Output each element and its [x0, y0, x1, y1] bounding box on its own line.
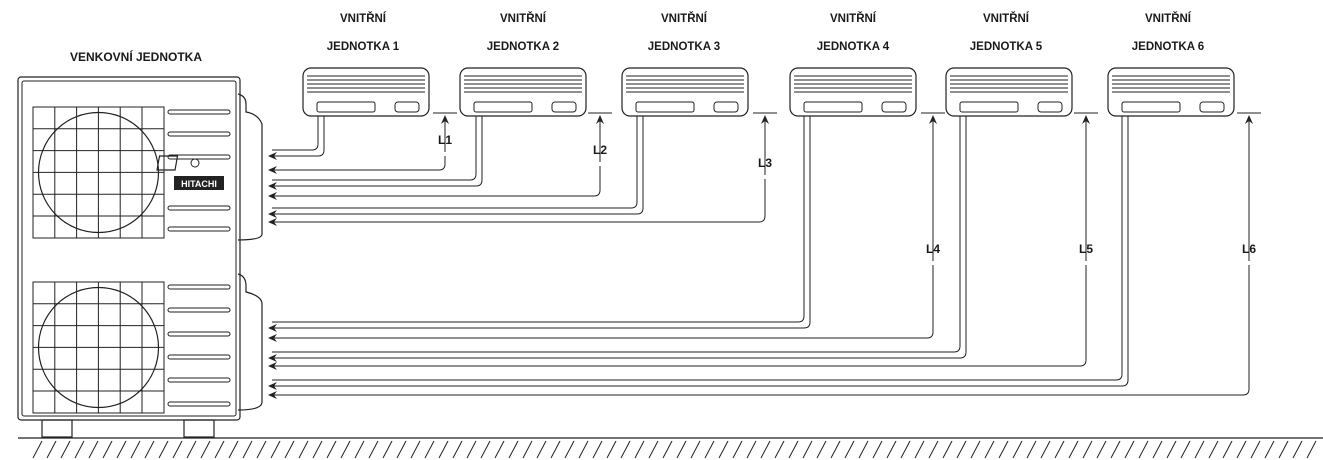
indoor-unit-label-line2: JEDNOTKA 5 — [970, 41, 1043, 53]
indoor-unit-body — [1107, 67, 1235, 117]
indoor-unit-label-line1: VNITŘNÍ — [500, 12, 547, 25]
indoor-unit-label-line2: JEDNOTKA 1 — [327, 41, 400, 53]
pipe-length-3: L3 — [268, 112, 777, 226]
indoor-unit-label-line2: JEDNOTKA 4 — [817, 41, 890, 53]
outdoor-unit: HITACHI — [17, 76, 263, 438]
indoor-unit-label-line2: JEDNOTKA 6 — [1132, 41, 1204, 53]
pipe-length-label: L4 — [926, 242, 940, 256]
pipe-length-label: L3 — [758, 156, 772, 170]
indoor-unit-label-line1: VNITŘNÍ — [340, 12, 387, 25]
pipe-length-6: L6 — [268, 112, 1261, 399]
louver-slots — [33, 107, 231, 413]
pipe-length-label: L6 — [1242, 242, 1256, 256]
brand-logo-icon — [156, 155, 200, 171]
indoor-unit-5: VNITŘNÍ JEDNOTKA 5 L5 — [268, 12, 1098, 370]
pipe-pair-4 — [268, 116, 811, 332]
pipe-length-1: L1 — [268, 112, 457, 174]
indoor-unit-body — [789, 67, 917, 117]
indoor-unit-label-line1: VNITŘNÍ — [1145, 12, 1192, 25]
pipe-pair-2 — [268, 116, 483, 190]
indoor-unit-label-line2: JEDNOTKA 2 — [487, 41, 559, 53]
indoor-unit-label-line1: VNITŘNÍ — [830, 12, 877, 25]
indoor-unit-body — [302, 67, 430, 117]
indoor-unit-label-line2: JEDNOTKA 3 — [648, 41, 720, 53]
indoor-unit-2: VNITŘNÍ JEDNOTKA 2 L2 — [268, 12, 612, 200]
outdoor-unit-title: VENKOVNÍ JEDNOTKA — [70, 49, 202, 64]
brand-badge-text: HITACHI — [181, 179, 217, 189]
pipe-pair-5 — [268, 116, 967, 362]
pipe-length-label: L2 — [593, 143, 607, 157]
pipe-length-4: L4 — [268, 112, 945, 342]
refrigerant-pipes — [268, 116, 1129, 390]
pipe-length-label: L5 — [1079, 242, 1093, 256]
pipe-length-label: L1 — [438, 133, 452, 147]
indoor-unit-label-line1: VNITŘNÍ — [983, 12, 1030, 25]
indoor-unit-6: VNITŘNÍ JEDNOTKA 6 L6 — [268, 12, 1261, 399]
pipe-pair-6 — [268, 116, 1129, 390]
indoor-unit-body — [459, 67, 587, 117]
brand-badge — [174, 176, 224, 190]
ground-hatching — [32, 440, 1317, 459]
indoor-unit-label-line1: VNITŘNÍ — [661, 12, 708, 25]
indoor-unit-body — [621, 67, 749, 117]
indoor-unit-body — [945, 67, 1073, 117]
pipe-length-2: L2 — [268, 112, 612, 200]
pipe-pair-1 — [268, 116, 325, 160]
indoor-unit-1: VNITŘNÍ JEDNOTKA 1 L1 — [268, 12, 457, 174]
indoor-unit-4: VNITŘNÍ JEDNOTKA 4 L4 — [268, 12, 945, 342]
pipe-length-5: L5 — [268, 112, 1098, 370]
indoor-unit-3: VNITŘNÍ JEDNOTKA 3 L3 — [268, 12, 777, 226]
pipe-pair-3 — [268, 116, 644, 218]
